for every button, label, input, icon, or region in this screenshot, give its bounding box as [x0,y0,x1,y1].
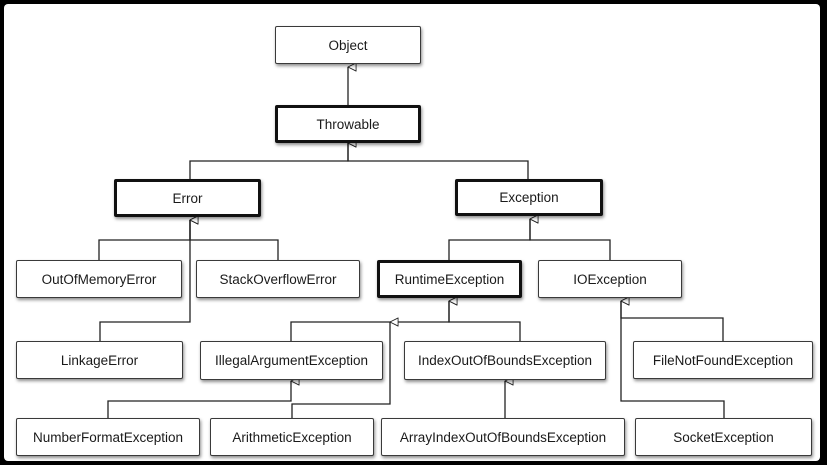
node-error: Error [114,179,261,217]
node-arithmetic-exception: ArithmeticException [210,418,374,456]
node-throwable: Throwable [275,105,421,143]
node-socket-exception: SocketException [635,418,812,456]
inheritance-edges [98,4,725,418]
edge-illegal-argument-exception-runtime-exception [290,301,449,341]
node-illegal-argument-exception: IllegalArgumentException [200,341,383,380]
node-exception: Exception [455,179,603,216]
edge-socket-exception-io-exception [620,301,725,418]
edge-arithmetic-exception-runtime-exception [291,322,390,418]
node-out-of-memory-error: OutOfMemoryError [16,260,182,298]
edge-io-exception-exception [529,219,611,260]
edge-exception-throwable [347,143,529,179]
node-stack-overflow-error: StackOverflowError [196,260,360,298]
edge-linkage-error-error [99,220,190,341]
node-file-not-found-exception: FileNotFoundException [633,341,813,379]
edge-stack-overflow-error-error [189,220,279,260]
node-number-format-exception: NumberFormatException [16,418,200,456]
node-linkage-error: LinkageError [16,341,183,379]
edge-out-of-memory-error-error [98,220,190,260]
edge-number-format-exception-illegal-argument-exception [107,381,291,418]
node-array-index-out-of-bounds-exception: ArrayIndexOutOfBoundsException [381,418,625,456]
node-index-out-of-bounds-exception: IndexOutOfBoundsException [404,341,606,380]
edge-file-not-found-exception-io-exception [620,301,724,341]
edge-error-throwable [189,143,348,179]
diagram-board: Object Throwable Error Exception OutOfMe… [4,4,820,461]
node-runtime-exception: RuntimeException [377,260,522,298]
edge-index-out-of-bounds-exception-runtime-exception [448,301,521,341]
node-io-exception: IOException [538,260,682,298]
node-object: Object [275,26,421,64]
edge-runtime-exception-exception [448,219,530,260]
